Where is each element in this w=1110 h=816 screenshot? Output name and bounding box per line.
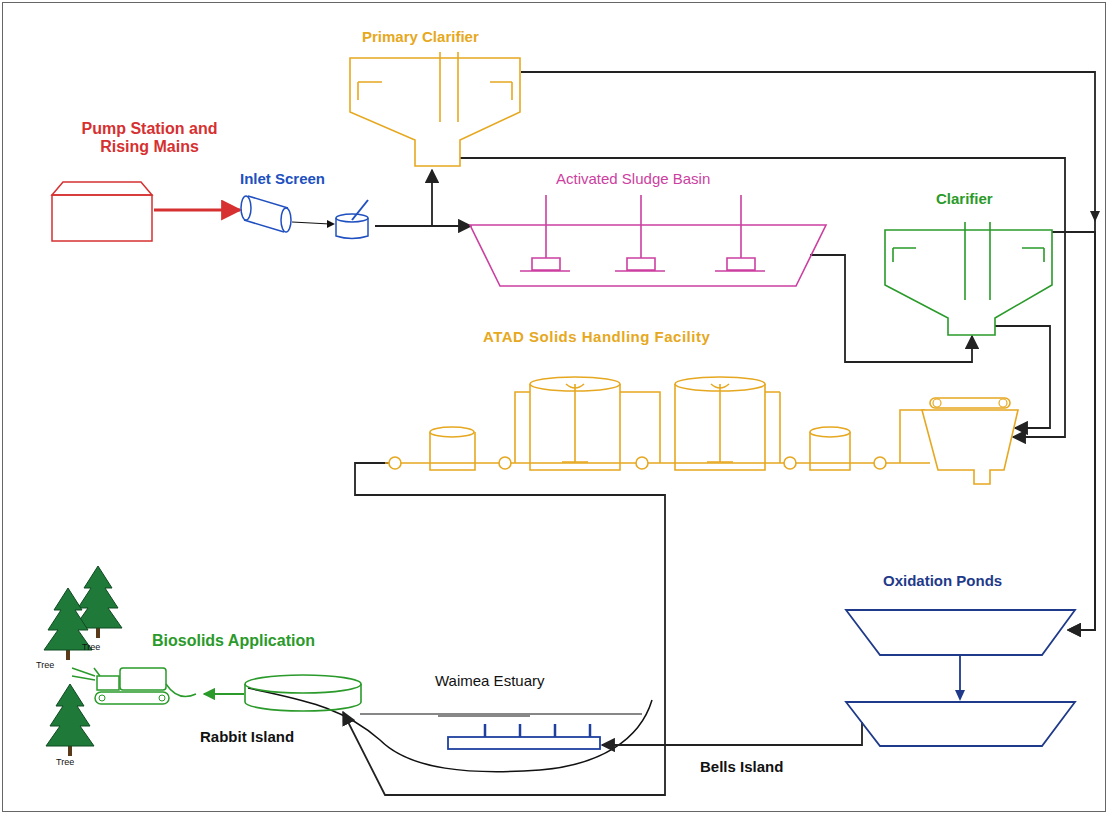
pump-station-shape (50, 180, 154, 244)
node-label: Primary Clarifier (362, 28, 479, 46)
tree-label: Tree (82, 642, 100, 652)
biosolids-truck-shape (88, 660, 203, 712)
inlet-screen-shape (240, 190, 375, 242)
tree-symbol (46, 684, 94, 756)
rabbit-island-tank-shape (240, 672, 365, 714)
node-label: Activated Sludge Basin (556, 170, 710, 188)
node-label: Inlet Screen (240, 170, 325, 188)
primary-clarifier: Primary Clarifier (345, 28, 525, 170)
biosolids-truck: Biosolids Application (88, 632, 343, 712)
node-label: Rabbit Island (200, 728, 294, 746)
pump-station: Pump Station and Rising Mains (50, 120, 241, 246)
node-label: Waimea Estuary (435, 672, 544, 690)
flow-connector (810, 255, 972, 362)
node-label: Clarifier (936, 190, 993, 208)
node-label: Pump Station and Rising Mains (62, 120, 237, 156)
flow-connector (602, 722, 862, 745)
flow-connector (154, 209, 240, 212)
estuary-outfall: Waimea Estuary (430, 672, 615, 754)
node-label: Biosolids Application (152, 632, 315, 650)
estuary-bed (248, 688, 652, 772)
water-surface (438, 716, 530, 717)
estuary-outfall-shape (440, 718, 610, 753)
primary-clarifier-shape (345, 40, 525, 170)
flow-connector (375, 170, 432, 226)
water-surface (360, 713, 642, 714)
flow-connector (1052, 232, 1095, 630)
secondary-clarifier: Clarifier (880, 190, 1060, 342)
secondary-clarifier-shape (880, 218, 1058, 340)
atad-facility-shape (385, 375, 1025, 490)
flow-connector (204, 693, 244, 695)
oxidation-ponds-shape (843, 600, 1078, 750)
tree-label: Tree (56, 757, 74, 767)
activated-sludge-basin-shape (465, 192, 830, 290)
flow-arrowhead (1090, 211, 1100, 222)
flow-connector (460, 158, 1065, 437)
flow-connector (521, 72, 1095, 630)
rabbit-island-tank: Rabbit Island (198, 672, 366, 752)
place-label: Bells Island (700, 758, 783, 775)
oxidation-ponds: Oxidation Ponds (843, 572, 1078, 750)
inlet-screen: Inlet Screen (235, 170, 377, 244)
flow-connector (375, 225, 471, 227)
node-label: ATAD Solids Handling Facility (483, 328, 710, 346)
atad-facility: ATAD Solids Handling Facility (380, 328, 1025, 493)
tree-label: Tree (36, 660, 54, 670)
spray-hose (72, 668, 95, 680)
activated-sludge-basin: Activated Sludge Basin (465, 170, 830, 290)
node-label: Oxidation Ponds (883, 572, 1002, 590)
